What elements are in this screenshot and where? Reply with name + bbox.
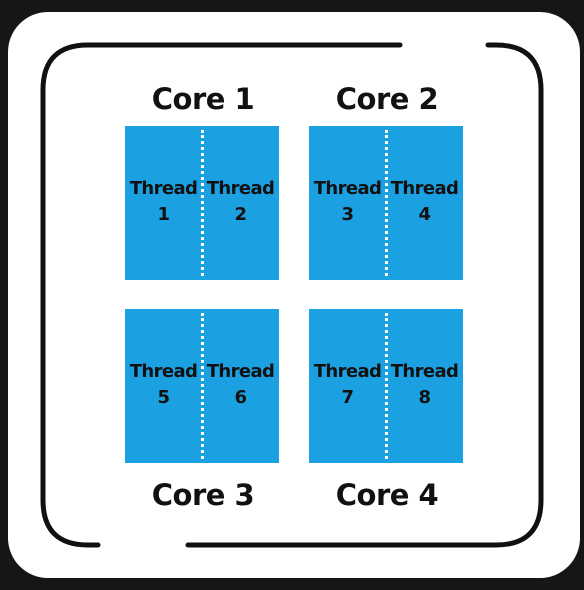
- frame-outline-top-left: [40, 42, 403, 548]
- thread-5-label: Thread 5: [125, 359, 202, 411]
- core-1-divider: [201, 130, 204, 276]
- thread-5-word: Thread: [129, 361, 198, 382]
- thread-7-number: 7: [341, 387, 355, 408]
- core-2-divider: [385, 130, 388, 276]
- thread-5-number: 5: [157, 387, 171, 408]
- thread-4-word: Thread: [390, 178, 459, 199]
- thread-3-number: 3: [341, 204, 355, 225]
- thread-6-word: Thread: [206, 361, 275, 382]
- frame-outline-bottom-right: [185, 42, 544, 548]
- core-1-label: Core 1: [151, 82, 255, 116]
- core-3-divider: [201, 313, 204, 459]
- thread-7-word: Thread: [313, 361, 382, 382]
- thread-4-label: Thread 4: [386, 176, 463, 228]
- core-3-label: Core 3: [151, 478, 255, 512]
- thread-6-label: Thread 6: [202, 359, 279, 411]
- core-4-box: Thread 7 Thread 8: [309, 309, 463, 463]
- core-4-label: Core 4: [335, 478, 439, 512]
- thread-1-word: Thread: [129, 178, 198, 199]
- thread-1-number: 1: [157, 204, 171, 225]
- thread-8-label: Thread 8: [386, 359, 463, 411]
- thread-2-word: Thread: [206, 178, 275, 199]
- core-4-divider: [385, 313, 388, 459]
- thread-6-number: 6: [234, 387, 248, 408]
- core-1-box: Thread 1 Thread 2: [125, 126, 279, 280]
- thread-3-label: Thread 3: [309, 176, 386, 228]
- core-2-box: Thread 3 Thread 4: [309, 126, 463, 280]
- thread-1-label: Thread 1: [125, 176, 202, 228]
- thread-3-word: Thread: [313, 178, 382, 199]
- thread-8-word: Thread: [390, 361, 459, 382]
- thread-8-number: 8: [418, 387, 432, 408]
- thread-7-label: Thread 7: [309, 359, 386, 411]
- diagram-card: [8, 12, 580, 578]
- thread-2-label: Thread 2: [202, 176, 279, 228]
- thread-4-number: 4: [418, 204, 432, 225]
- core-2-label: Core 2: [335, 82, 439, 116]
- thread-2-number: 2: [234, 204, 248, 225]
- core-3-box: Thread 5 Thread 6: [125, 309, 279, 463]
